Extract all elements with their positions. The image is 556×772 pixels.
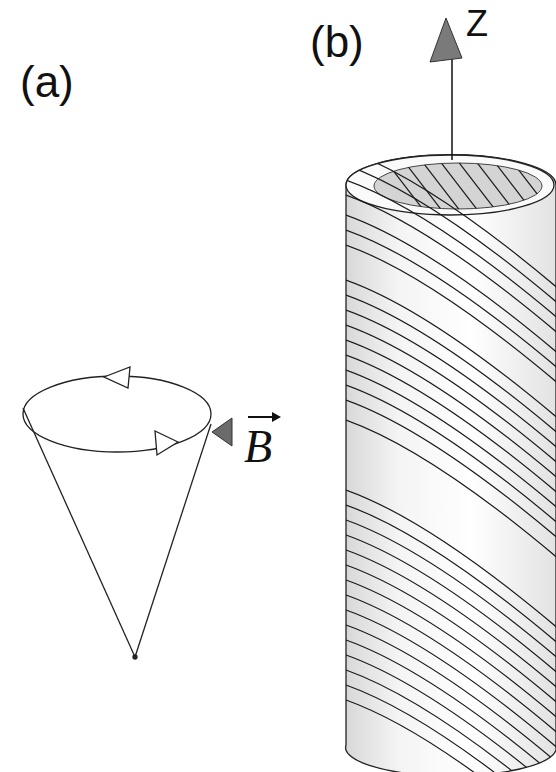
field-line <box>493 160 533 212</box>
field-line <box>346 180 556 320</box>
field-line <box>346 490 556 630</box>
field-line <box>346 295 556 435</box>
field-line <box>346 325 556 465</box>
flow-arrows <box>104 367 178 455</box>
field-line <box>346 550 556 690</box>
field-line <box>346 150 556 290</box>
field-line <box>346 215 556 355</box>
field-line <box>529 160 556 212</box>
field-symbol: B <box>244 424 272 470</box>
field-line <box>346 355 556 495</box>
panel-label: (a) <box>20 60 74 104</box>
field-line <box>346 280 556 420</box>
field-line <box>421 160 461 212</box>
field-line <box>403 160 443 212</box>
axis-label: Z <box>466 6 488 42</box>
field-line <box>346 195 556 335</box>
field-line <box>346 610 556 750</box>
field-line <box>346 625 556 765</box>
field-line <box>346 385 556 525</box>
field-line <box>346 595 556 735</box>
field-line <box>346 640 556 772</box>
field-line <box>346 700 556 772</box>
field-line <box>346 535 556 675</box>
field-line <box>346 340 556 480</box>
vector-arrow <box>248 412 281 422</box>
field-line <box>346 245 556 385</box>
field-line <box>346 310 556 450</box>
field-line <box>385 160 425 212</box>
z-axis <box>430 18 462 160</box>
field-line <box>439 160 479 212</box>
panel-label: (b) <box>310 20 364 64</box>
cone <box>23 376 211 659</box>
field-line <box>475 160 515 212</box>
field-line <box>346 230 556 370</box>
field-line <box>511 160 551 212</box>
field-line <box>346 165 556 305</box>
field-line <box>346 505 556 645</box>
field-line <box>346 520 556 660</box>
field-line <box>346 580 556 720</box>
field-line <box>457 160 497 212</box>
field-line <box>346 565 556 705</box>
field-line <box>346 420 556 560</box>
field-arrowhead <box>212 418 232 446</box>
cylinder <box>346 150 556 772</box>
field-line <box>346 400 556 540</box>
field-line <box>346 685 556 772</box>
field-line <box>346 370 556 510</box>
